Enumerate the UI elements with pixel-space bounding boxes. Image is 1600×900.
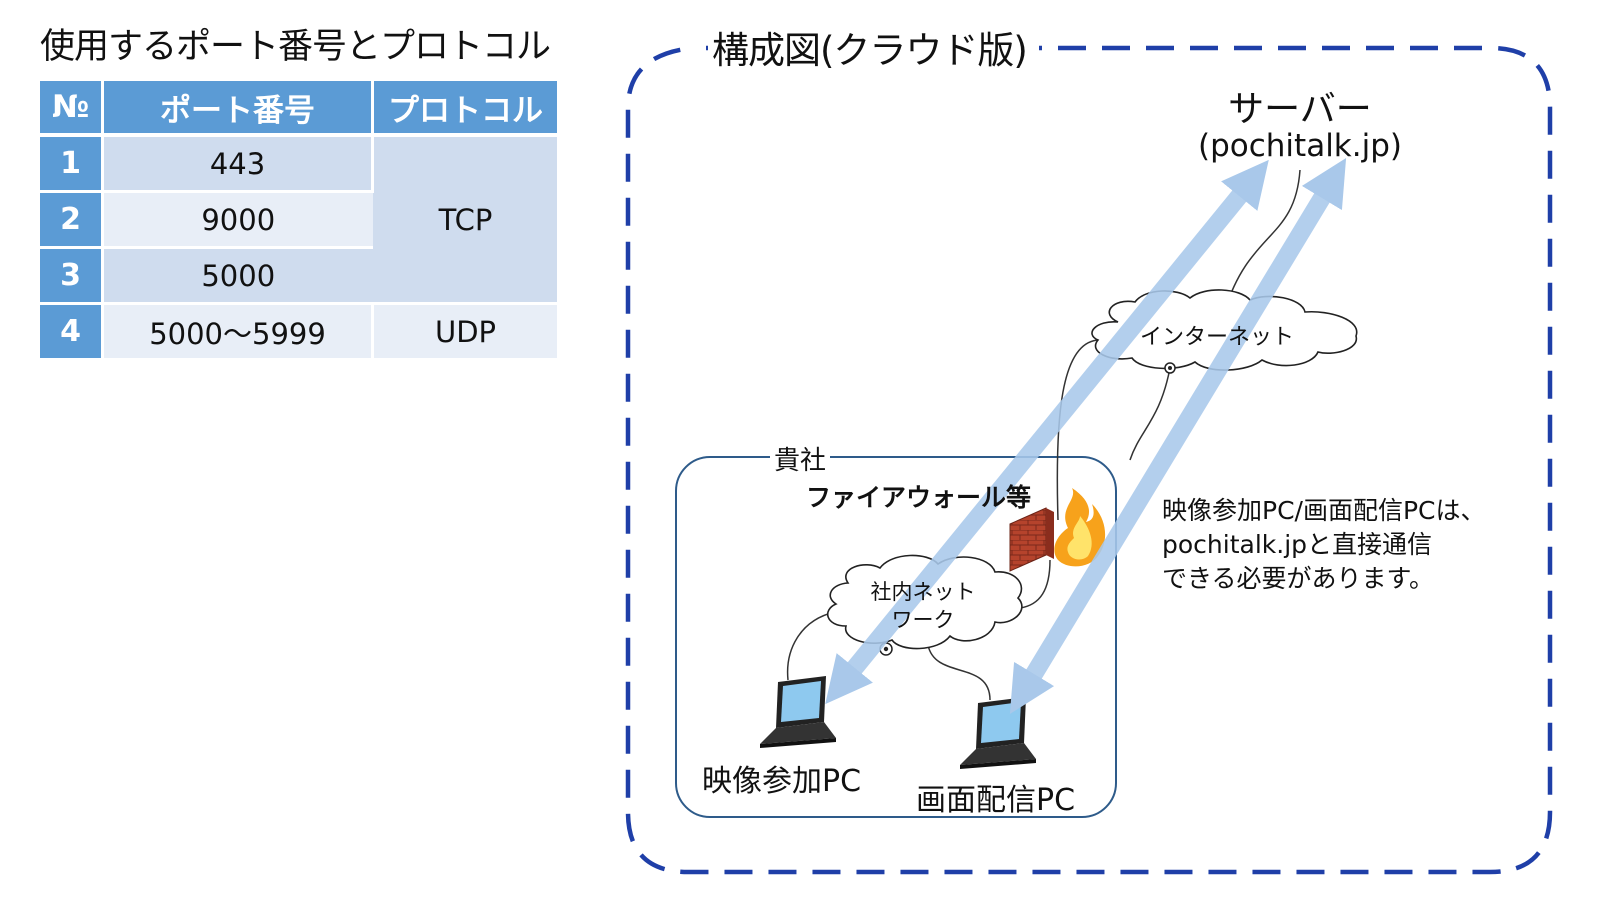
- firewall-label: ファイアウォール等: [806, 483, 1032, 512]
- diagram-title: 構成図(クラウド版): [708, 20, 1039, 74]
- header-port: ポート番号: [102, 81, 374, 137]
- connection-line: [786, 611, 836, 681]
- connectivity-note: 映像参加PC/画面配信PCは、 pochitalk.jpと直接通信 できる必要が…: [1162, 494, 1542, 596]
- laptop-icon: [960, 697, 1036, 769]
- video-pc-label: 映像参加PC: [702, 764, 862, 799]
- table-row: 2 9000: [40, 191, 557, 249]
- intranet-label-line: 社内ネット: [870, 580, 976, 604]
- intranet-label-line: ワーク: [891, 608, 955, 632]
- intranet-label: 社内ネット ワーク: [858, 578, 988, 634]
- screen-pc-label: 画面配信PC: [916, 783, 1076, 818]
- row-number: 3: [40, 247, 104, 305]
- row-number: 1: [40, 135, 104, 193]
- server-host: (pochitalk.jp): [1198, 128, 1402, 164]
- port-cell: 5000〜5999: [102, 303, 374, 361]
- connection-line: [927, 644, 991, 701]
- cloud-frame: [625, 45, 1553, 875]
- header-protocol: プロトコル: [372, 81, 557, 137]
- port-cell: 5000: [102, 247, 373, 305]
- server-title: サーバー: [1228, 89, 1372, 130]
- note-line: pochitalk.jpと直接通信: [1162, 530, 1433, 559]
- arrow-screen-pc-server: [1009, 157, 1347, 715]
- port-table: № ポート番号 プロトコル 1 443 TCP 2 9000 3 5000 4 …: [40, 81, 557, 361]
- protocol-udp: UDP: [372, 303, 557, 361]
- note-line: できる必要があります。: [1162, 564, 1435, 593]
- table-row: 3 5000: [40, 247, 557, 305]
- table-title: 使用するポート番号とプロトコル: [40, 27, 551, 67]
- note-line: 映像参加PC/画面配信PCは、: [1162, 496, 1486, 525]
- internet-label: インターネット: [1140, 325, 1295, 350]
- row-number: 4: [40, 303, 104, 361]
- company-label: 貴社: [770, 440, 831, 477]
- table-row: 4 5000〜5999 UDP: [40, 303, 557, 361]
- row-number: 2: [40, 191, 104, 249]
- port-cell: 443: [102, 135, 374, 193]
- protocol-tcp: TCP: [372, 135, 557, 305]
- table-row: 1 443 TCP: [40, 135, 557, 305]
- header-no: №: [40, 81, 104, 137]
- laptop-icon: [760, 676, 836, 748]
- port-cell: 9000: [102, 191, 373, 249]
- connection-line: [1019, 559, 1051, 609]
